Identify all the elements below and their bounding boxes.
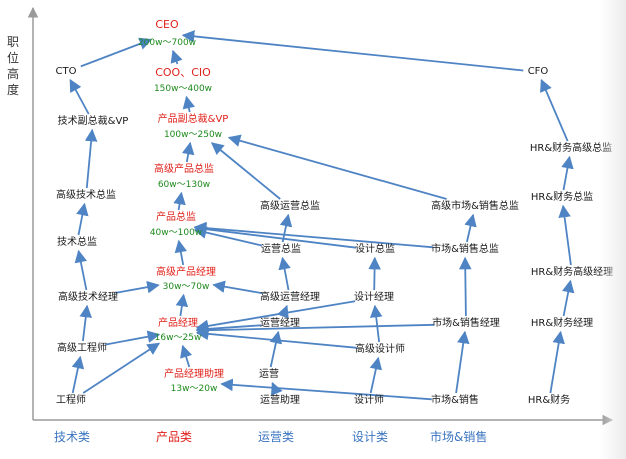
node-mkt-mgr: 市场&销售经理 (432, 318, 500, 329)
salary-prod-senior-mgr: 30w～70w (162, 282, 210, 292)
node-senior-designer: 高级设计师 (355, 344, 405, 355)
salary-prod-mgr: 16w～25w (154, 333, 202, 343)
arrow-design-mgr-to-design-dir (368, 256, 381, 291)
arrow-hr-to-hr-mgr (549, 330, 565, 394)
node-prod-dir: 产品总监 (156, 212, 196, 223)
category-tech: 技术类 (54, 430, 91, 444)
arrow-ops-mgr-to-ops-senior-mgr (276, 304, 289, 319)
arrow-mkt-mgr-to-mkt-dir (458, 256, 472, 317)
node-coo: COO、CIO (155, 66, 211, 79)
node-tech-dir: 技术总监 (57, 237, 97, 248)
salary-coo: 150w～400w (153, 84, 213, 94)
arrow-hr-dir-to-hr-senior-dir (561, 155, 574, 191)
arrow-prod-senior-dir-to-prod-vp (182, 141, 195, 163)
arrow-cfo-to-ceo (181, 30, 524, 72)
arrow-tech-vp-to-cto (69, 78, 90, 115)
node-cfo: CFO (527, 66, 549, 77)
salary-prod-asst: 13w～20w (170, 384, 218, 394)
arrow-hr-senior-mgr-to-hr-dir (558, 204, 572, 266)
arrow-ops-dir-to-ops-senior-dir (279, 213, 293, 243)
arrow-engineer-to-senior-eng (71, 355, 85, 394)
category-market: 市场&销售 (430, 430, 488, 444)
node-ops-senior-mgr: 高级运营经理 (260, 292, 320, 303)
arrow-mkt-dir-to-prod-dir (193, 221, 434, 249)
node-hr: HR&财务 (527, 395, 571, 406)
arrow-hr-senior-dir-to-cfo (540, 78, 569, 142)
node-ops-senior-dir: 高级运营总监 (260, 201, 320, 212)
node-hr-senior-dir: HR&财务高级总监 (529, 143, 613, 154)
arrow-prod-senior-mgr-to-prod-dir (174, 239, 188, 266)
node-mkt-senior-dir: 高级市场&销售总监 (431, 201, 519, 212)
arrow-senior-designer-to-design-mgr (369, 304, 383, 343)
arrow-mkt-mgr-to-prod-mgr (195, 323, 435, 337)
category-design: 设计类 (352, 430, 389, 444)
category-product: 产品类 (156, 430, 193, 444)
node-market: 市场&销售 (431, 395, 479, 406)
arrow-hr-mgr-to-hr-senior-mgr (562, 279, 575, 317)
arrow-prod-dir-to-prod-senior-dir (173, 191, 186, 211)
arrow-ops-senior-dir-to-prod-vp (210, 142, 281, 200)
salary-prod-dir: 40w～100w (149, 228, 203, 238)
node-prod-senior-dir: 高级产品总监 (154, 164, 214, 175)
y-axis-label: 职 位 高 度 (6, 34, 20, 98)
node-ceo: CEO (155, 18, 179, 31)
arrow-designer-to-senior-designer (369, 356, 383, 394)
node-tech-vp: 技术副总裁&VP (57, 116, 129, 127)
arrow-tech-dir-to-tech-senior-dir (76, 202, 89, 236)
node-ops-mgr: 运营经理 (260, 318, 300, 329)
arrow-ops-to-ops-mgr (269, 330, 283, 368)
salary-ceo: 200w～700w (137, 38, 197, 48)
arrow-coo-to-ceo (170, 49, 183, 65)
arrow-senior-eng-to-prod-mgr (105, 330, 161, 346)
arrow-senior-eng-to-tech-mgr (79, 304, 93, 342)
arrow-prod-mgr-to-prod-senior-mgr (175, 293, 189, 317)
node-design-mgr: 设计经理 (354, 292, 394, 303)
arrow-tech-mgr-to-prod-senior-mgr (115, 280, 160, 294)
arrow-market-to-prod-asst (220, 378, 432, 401)
arrow-design-dir-to-prod-dir (193, 222, 357, 249)
edge-shadow (600, 0, 626, 459)
salary-prod-vp: 100w～250w (163, 130, 223, 140)
node-ops-dir: 运营总监 (261, 244, 301, 255)
node-tech-senior-dir: 高级技术总监 (56, 190, 116, 201)
y-axis-label-char: 位 (6, 51, 19, 65)
arrow-cto-to-ceo (80, 37, 153, 68)
arrow-mkt-dir-to-mkt-senior-dir (464, 213, 477, 243)
salary-prod-senior-dir: 60w～130w (157, 180, 211, 190)
arrow-tech-mgr-to-tech-dir (74, 249, 88, 291)
node-senior-eng: 高级工程师 (57, 343, 107, 354)
node-hr-senior-mgr: HR&财务高级经理 (530, 267, 614, 278)
category-ops: 运营类 (258, 430, 295, 444)
y-axis-label-char: 度 (6, 83, 19, 97)
node-prod-senior-mgr: 高级产品经理 (156, 267, 216, 278)
arrow-prod-asst-to-prod-mgr (180, 344, 193, 368)
arrow-tech-senior-dir-to-tech-vp (84, 128, 98, 189)
y-axis-label-char: 高 (6, 67, 19, 81)
node-prod-vp: 产品副总裁&VP (157, 114, 229, 125)
node-prod-asst: 产品经理助理 (164, 369, 224, 380)
node-designer: 设计师 (354, 395, 384, 406)
node-prod-mgr: 产品经理 (158, 318, 198, 329)
node-design-dir: 设计总监 (355, 244, 395, 255)
arrow-ops-senior-mgr-to-prod-senior-mgr (212, 280, 263, 295)
node-ops: 运营 (259, 369, 279, 380)
y-axis-label-char: 职 (6, 35, 19, 49)
arrow-prod-vp-to-coo (182, 95, 196, 113)
arrow-market-to-mkt-mgr (455, 330, 470, 394)
node-tech-mgr: 高级技术经理 (58, 292, 118, 303)
node-cto: CTO (55, 66, 77, 77)
node-engineer: 工程师 (56, 395, 86, 406)
arrow-ops-senior-mgr-to-ops-dir (278, 256, 291, 291)
arrow-group (69, 30, 575, 401)
arrow-design-mgr-to-prod-mgr (195, 300, 356, 333)
node-hr-dir: HR&财务总监 (530, 192, 594, 203)
node-ops-asst: 运营助理 (260, 395, 300, 406)
node-mkt-dir: 市场&销售总监 (431, 244, 499, 255)
node-hr-mgr: HR&财务经理 (530, 318, 594, 329)
arrow-senior-designer-to-prod-mgr (195, 327, 357, 349)
arrow-mkt-senior-dir-to-prod-vp (227, 134, 447, 200)
arrow-engineer-to-prod-mgr (82, 342, 161, 394)
